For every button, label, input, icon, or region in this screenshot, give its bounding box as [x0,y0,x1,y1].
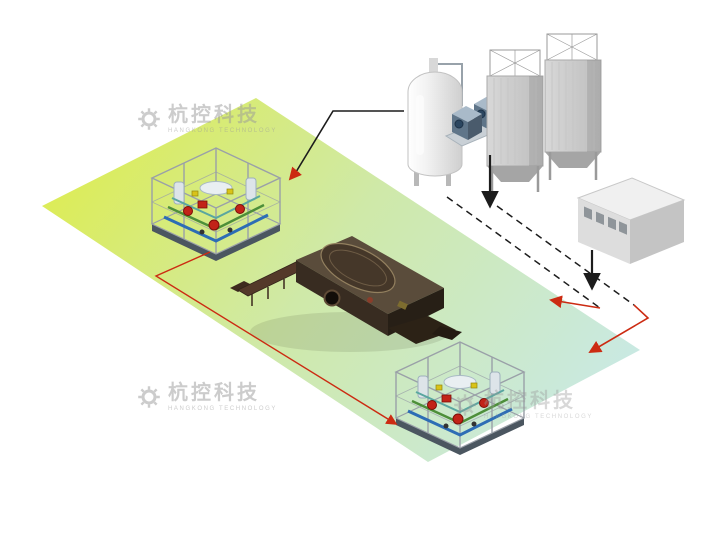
silo-right [544,33,602,180]
storage-tank [407,58,463,186]
flow-red-return-loop [154,251,398,425]
flow-red-to-lower-skid [588,304,650,353]
main-machine [230,236,462,344]
flow-lines [154,110,650,425]
control-building [576,177,686,264]
machine-drum [320,242,396,294]
flow-black-feed-upper-skid [295,110,404,173]
flow-red-arrow-upper-skid [288,166,302,181]
silo-left [486,49,544,192]
machine-body-front [296,260,388,336]
flow-red-to-machine [549,295,601,309]
flow-dashed-1 [446,196,601,309]
machine-port [323,289,341,307]
building-side [630,200,684,264]
flow-dashed-2 [496,205,635,306]
